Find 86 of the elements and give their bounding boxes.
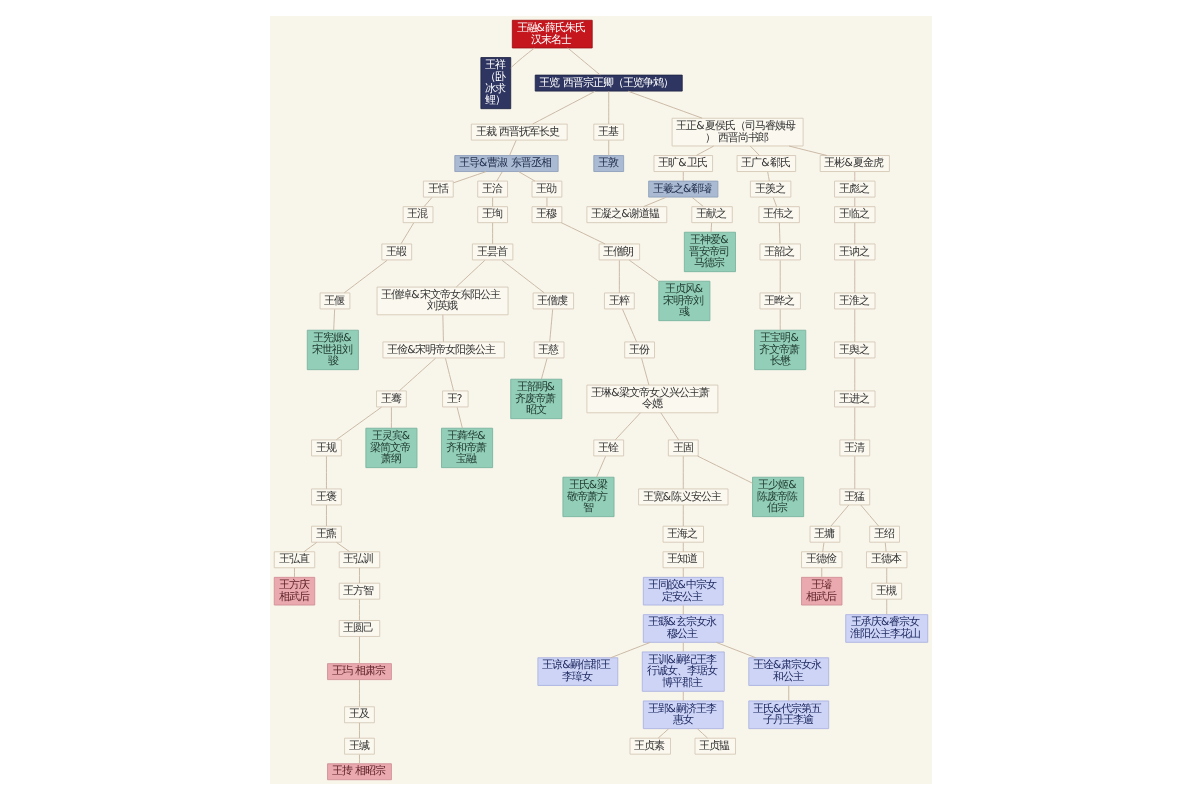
connector [607,139,609,156]
connector [853,197,855,208]
connector [491,222,493,245]
connector [787,685,789,702]
connector [335,541,349,553]
connector [595,455,606,478]
connector [609,641,650,659]
connector [302,541,317,553]
connector [358,636,359,664]
connector [389,406,391,429]
connector [627,259,659,282]
connector [617,259,619,294]
connector [607,91,609,125]
connector [358,679,359,708]
connector [777,222,780,245]
connector [443,357,454,392]
connector [694,145,714,156]
connector [358,567,359,584]
connector [559,222,605,245]
connector [787,145,827,156]
connector [748,145,759,156]
connector [681,542,683,553]
connector [778,308,780,331]
connector [853,308,855,343]
connector [766,171,769,182]
connector [324,455,326,490]
connector [293,567,294,578]
connector [342,259,387,294]
connector [778,259,780,294]
connector [656,728,669,739]
connector [681,604,683,615]
connector [451,171,486,184]
connector [531,90,595,125]
connector [324,504,326,527]
connector [681,504,683,527]
connector [859,504,879,527]
connector [771,197,777,208]
connector [640,357,649,386]
connector [397,357,435,392]
connector [681,691,683,702]
connector [853,171,855,182]
connector [454,259,485,288]
connector [548,308,553,343]
connector [509,47,534,69]
connector [681,567,683,578]
connector [332,308,335,331]
connector [853,406,855,441]
connector [334,406,382,441]
connector [681,171,683,182]
connector [517,171,535,182]
connector [853,222,855,245]
connector [883,542,886,553]
connector [829,504,849,527]
connector [820,567,822,578]
connector [455,406,462,429]
connector [695,728,707,739]
connector [358,754,359,765]
connector [853,455,855,490]
connector [508,139,516,156]
connector [853,357,855,392]
connector [399,222,414,245]
connector [642,196,666,208]
connector [500,259,544,294]
connector [714,641,756,659]
connector [681,642,683,653]
connector [621,308,636,343]
connector [821,542,824,553]
connector [539,357,547,380]
connector [358,598,359,621]
connector [885,567,887,584]
connector [696,455,752,484]
connector [709,222,712,233]
connector [853,259,855,294]
connector [495,171,502,182]
connector [659,412,679,441]
connector [690,196,703,207]
connector [885,598,887,615]
connector [613,412,640,441]
connector [422,197,432,208]
connector [358,722,359,739]
connector [441,314,443,343]
connector [545,197,547,208]
connector [566,47,600,76]
connector [626,90,702,119]
connector [681,455,683,490]
connector [491,197,493,208]
